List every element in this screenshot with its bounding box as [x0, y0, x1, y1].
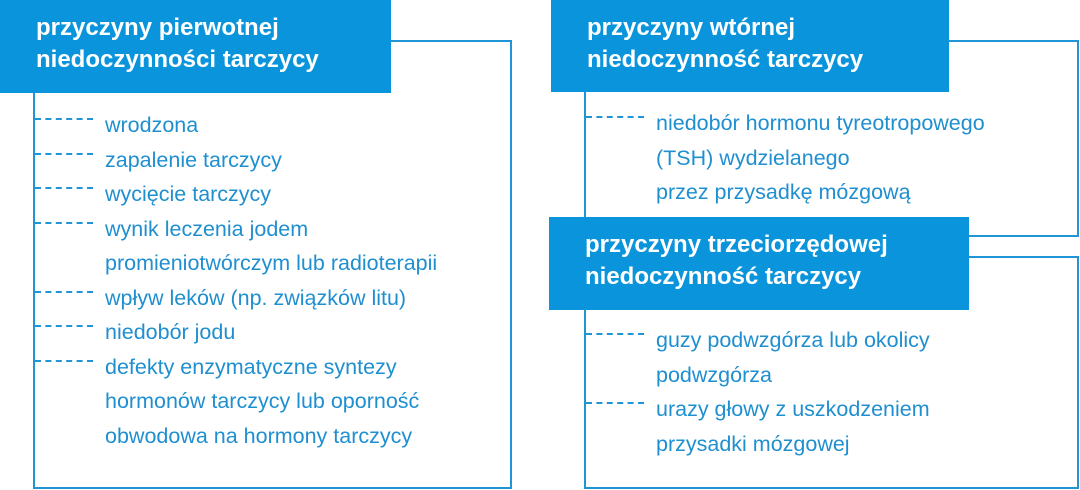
dashed-connector-icon [35, 290, 93, 293]
primary-causes-list: wrodzona zapalenie tarczycy wycięcie tar… [35, 108, 437, 453]
dashed-connector-icon [35, 152, 93, 155]
dashed-connector-icon [35, 221, 93, 224]
list-item: niedobór jodu [35, 315, 437, 350]
tertiary-causes-header: przyczyny trzeciorzędowej niedoczynność … [549, 217, 969, 310]
header-line: niedoczynności tarczycy [36, 46, 319, 73]
secondary-causes-list: niedobór hormonu tyreotropowego (TSH) wy… [586, 106, 985, 210]
list-item: guzy podwzgórza lub okolicy podwzgórza [586, 323, 930, 392]
list-item: defekty enzymatyczne syntezy hormonów ta… [35, 350, 437, 454]
secondary-causes-header: przyczyny wtórnej niedoczynność tarczycy [551, 0, 949, 92]
tertiary-causes-list: guzy podwzgórza lub okolicy podwzgórza u… [586, 323, 930, 461]
list-item: wpływ leków (np. związków litu) [35, 281, 437, 316]
header-line: niedoczynność tarczycy [585, 263, 862, 290]
list-item: urazy głowy z uszkodzeniem przysadki móz… [586, 392, 930, 461]
list-item: wycięcie tarczycy [35, 177, 437, 212]
dashed-connector-icon [586, 333, 644, 335]
primary-causes-box [33, 40, 512, 489]
list-item: niedobór hormonu tyreotropowego (TSH) wy… [586, 106, 985, 210]
header-line: przyczyny pierwotnej [36, 14, 279, 41]
header-line: niedoczynność tarczycy [587, 46, 864, 73]
header-line: przyczyny trzeciorzędowej [585, 231, 888, 258]
list-item: zapalenie tarczycy [35, 143, 437, 178]
dashed-connector-icon [35, 359, 93, 362]
list-item: wrodzona [35, 108, 437, 143]
dashed-connector-icon [586, 402, 644, 404]
dashed-connector-icon [35, 325, 93, 327]
dashed-connector-icon [586, 116, 644, 118]
dashed-connector-icon [35, 187, 93, 189]
primary-causes-header: przyczyny pierwotnej niedoczynności tarc… [0, 0, 391, 93]
dashed-connector-icon [35, 118, 93, 120]
list-item: wynik leczenia jodem promieniotwórczym l… [35, 212, 437, 281]
header-line: przyczyny wtórnej [587, 14, 796, 41]
